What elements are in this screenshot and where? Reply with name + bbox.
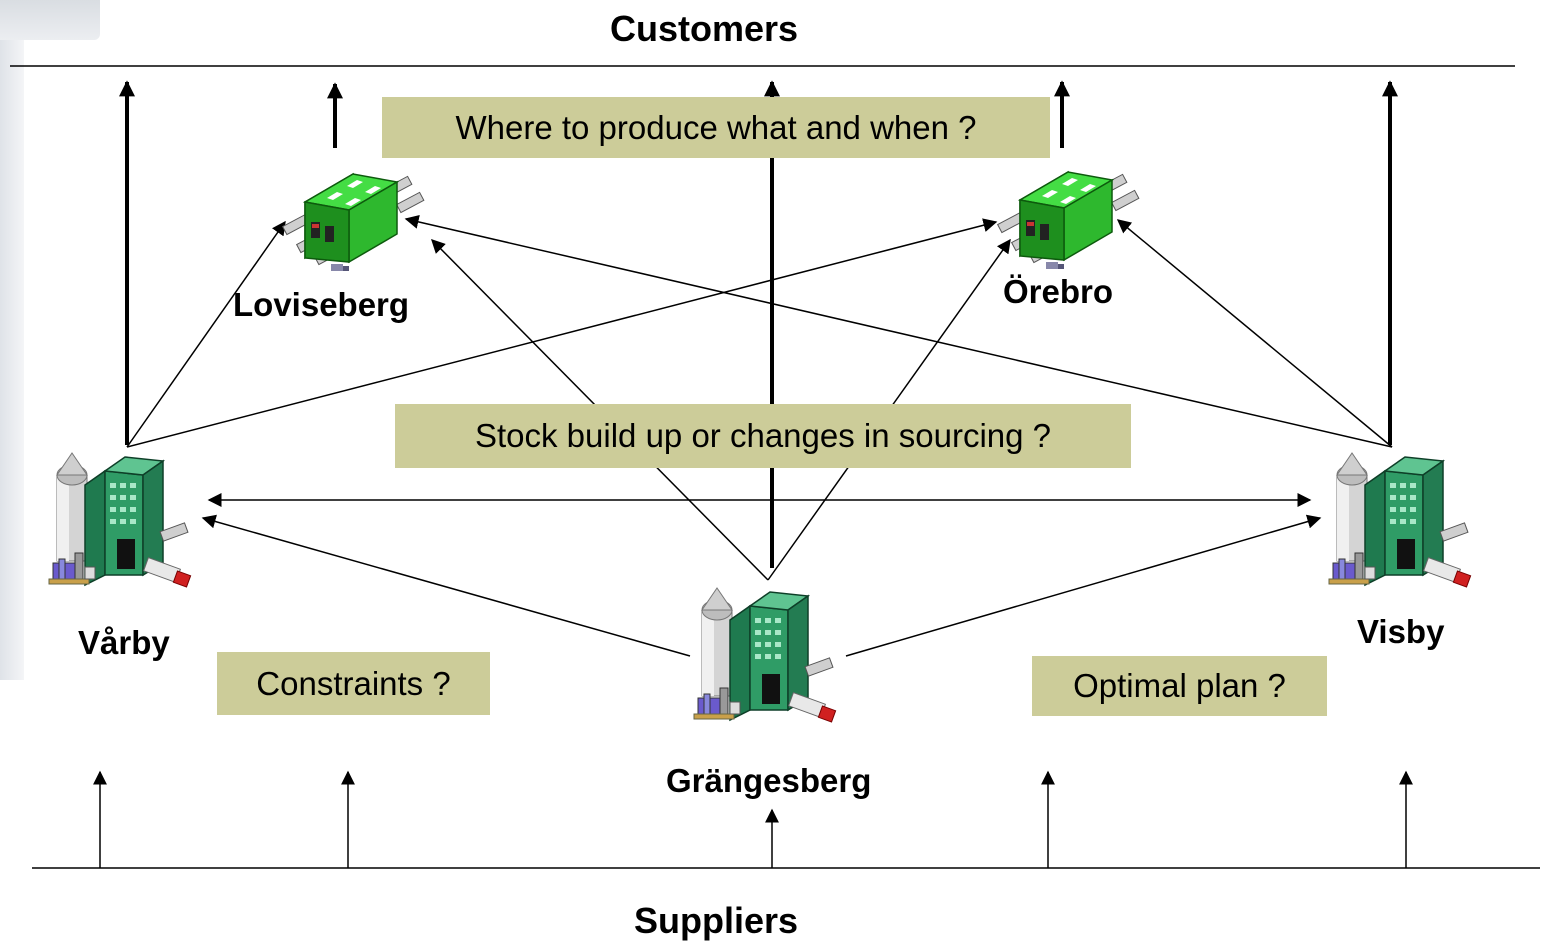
visby-factory-icon: [1328, 452, 1472, 588]
side-panel: [0, 40, 24, 680]
flow-grangesberg-visby: [845, 514, 1322, 657]
flow-varby-orebro: [126, 218, 998, 448]
site-label-orebro: Örebro: [1003, 273, 1114, 310]
site-label-loviseberg: Loviseberg: [233, 286, 410, 323]
varby-factory-icon: [48, 452, 192, 588]
suppliers-label: Suppliers: [634, 900, 799, 941]
site-label-varby: Vårby: [78, 624, 170, 661]
customers-label: Customers: [610, 8, 799, 49]
grangesberg-factory-icon: [693, 587, 837, 723]
corner-tab: [0, 0, 100, 40]
site-label-grangesberg: Grängesberg: [666, 762, 872, 799]
question-box-produce: Where to produce what and when ?: [382, 97, 1050, 158]
question-box-optimal: Optimal plan ?: [1032, 656, 1327, 716]
customer-flows: [119, 80, 1398, 568]
supplier-flows: [93, 770, 1413, 868]
question-box-constraints: Constraints ?: [217, 652, 490, 715]
flow-grangesberg-varby: [201, 514, 691, 657]
flow-visby-orebro: [1116, 219, 1393, 448]
flow-varby-loviseberg: [126, 220, 286, 448]
flow-visby-loviseberg: [404, 215, 1393, 448]
loviseberg-warehouse-icon: [281, 173, 425, 272]
question-box-stock: Stock build up or changes in sourcing ?: [395, 404, 1131, 468]
site-label-visby: Visby: [1357, 613, 1445, 650]
